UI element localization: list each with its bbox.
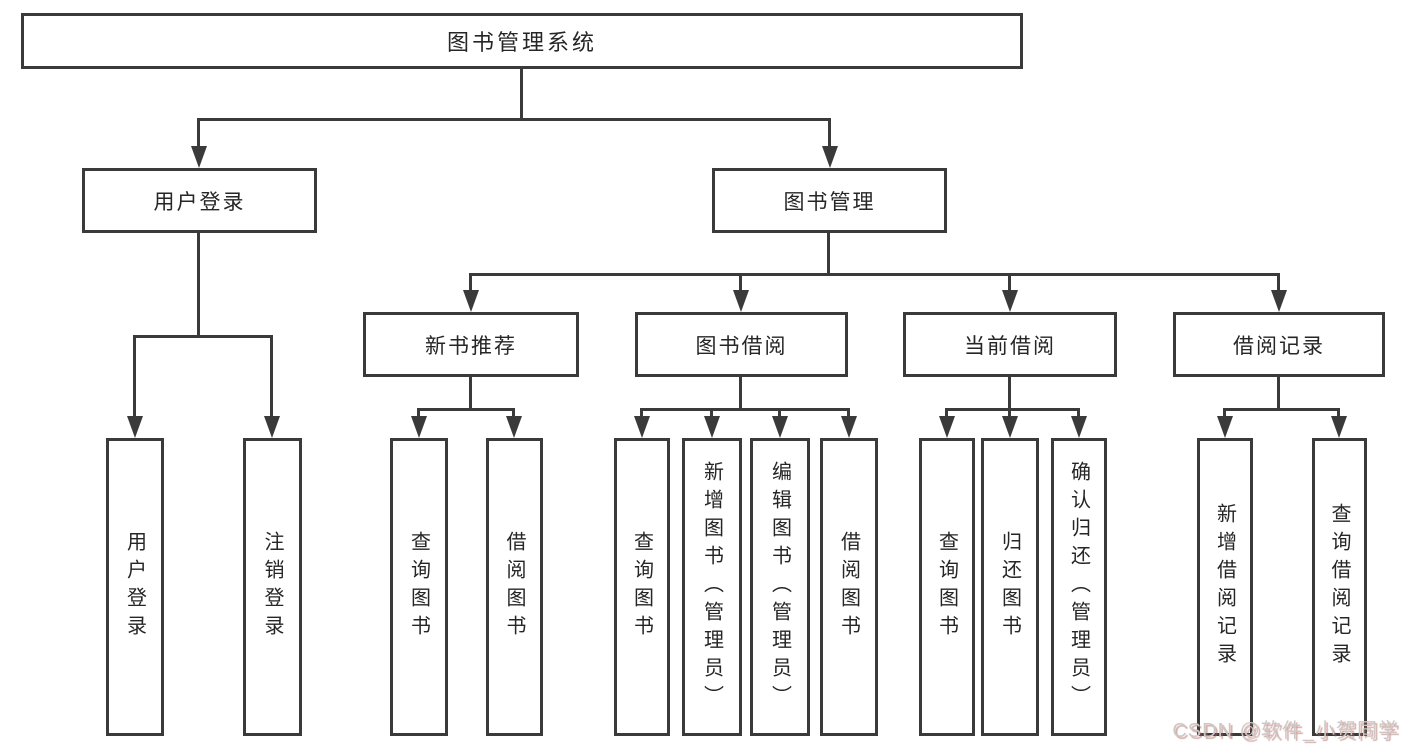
arrow-down-icon [411,416,427,438]
connector-line [1077,408,1080,418]
node-current-borrowing: 当前借阅 [903,312,1117,377]
connector-line [778,408,781,418]
arrow-down-icon [704,416,720,438]
leaf-logout: 注销登录 [243,438,302,736]
connector-line [1008,377,1011,411]
arrow-down-icon [841,416,857,438]
connector-line [133,335,273,338]
leaf-borrow-books: 借阅图书 [486,438,543,736]
csdn-watermark: CSDN @软件_小贺同学 [1172,720,1399,742]
node-borrowing-records: 借阅记录 [1173,312,1385,377]
connector-line [1223,408,1226,418]
leaf-query-borrow-record: 查询借阅记录 [1312,438,1367,736]
arrow-down-icon [127,416,143,438]
leaf-query-books: 查询图书 [614,438,670,736]
connector-line [1337,408,1340,418]
connector-line [827,233,830,276]
connector-line [945,408,1080,411]
connector-line [197,118,200,148]
connector-line [945,408,948,418]
connector-line [1277,273,1280,292]
node-new-book-recommend: 新书推荐 [363,312,579,377]
connector-line [469,273,1280,276]
arrow-down-icon [463,290,479,312]
connector-line [1008,273,1011,292]
arrow-down-icon [1331,416,1347,438]
leaf-add-books-admin: 新增图书（管理员） [682,438,742,736]
connector-line [133,335,136,418]
connector-line [197,118,831,121]
arrow-down-icon [733,290,749,312]
connector-line [828,118,831,148]
arrow-down-icon [772,416,788,438]
arrow-down-icon [1071,416,1087,438]
arrow-down-icon [1271,290,1287,312]
arrow-down-icon [1217,416,1233,438]
arrow-down-icon [264,416,280,438]
connector-line [739,377,742,411]
leaf-borrow-books: 借阅图书 [820,438,878,736]
arrow-down-icon [822,146,838,168]
connector-line [469,377,472,411]
connector-line [469,273,472,292]
connector-line [640,408,850,411]
connector-line [417,408,420,418]
connector-line [417,408,515,411]
arrow-down-icon [191,146,207,168]
connector-line [739,273,742,292]
connector-line [270,335,273,418]
connector-line [520,69,523,118]
connector-line [847,408,850,418]
connector-line [1277,377,1280,411]
arrow-down-icon [506,416,522,438]
leaf-user-login: 用户登录 [106,438,164,736]
arrow-down-icon [634,416,650,438]
leaf-edit-books-admin: 编辑图书（管理员） [750,438,810,736]
leaf-return-books: 归还图书 [981,438,1039,736]
connector-line [710,408,713,418]
node-user-login: 用户登录 [82,168,317,233]
connector-line [512,408,515,418]
connector-line [1223,408,1340,411]
leaf-query-books: 查询图书 [919,438,975,736]
node-library-management-system: 图书管理系统 [21,13,1023,69]
node-book-management: 图书管理 [712,168,947,233]
arrow-down-icon [1002,416,1018,438]
connector-line [1008,408,1011,418]
leaf-confirm-return-admin: 确认归还（管理员） [1051,438,1107,736]
leaf-query-books: 查询图书 [390,438,448,736]
leaf-add-borrow-record: 新增借阅记录 [1197,438,1253,736]
connector-line [640,408,643,418]
arrow-down-icon [1002,290,1018,312]
arrow-down-icon [939,416,955,438]
node-book-borrowing: 图书借阅 [635,312,848,377]
connector-line [197,233,200,337]
